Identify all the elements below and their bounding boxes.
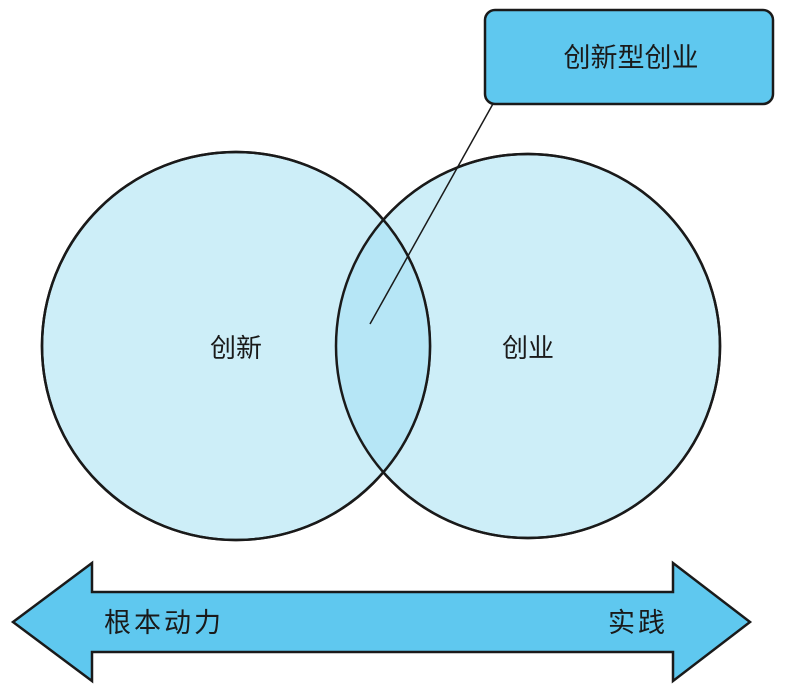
arrow-left-label: 根本动力	[104, 608, 224, 639]
double-arrow	[10, 560, 753, 684]
callout-leader-line	[369, 101, 495, 325]
entrepreneurship-circle-outline	[334, 152, 722, 540]
entrepreneurship-label: 创业	[502, 334, 554, 364]
callout-label: 创新型创业	[564, 43, 699, 74]
innovation-circle-outline	[40, 150, 432, 542]
callout-box	[483, 8, 775, 106]
innovation-label: 创新	[210, 334, 262, 364]
arrow-right-label: 实践	[608, 608, 668, 639]
